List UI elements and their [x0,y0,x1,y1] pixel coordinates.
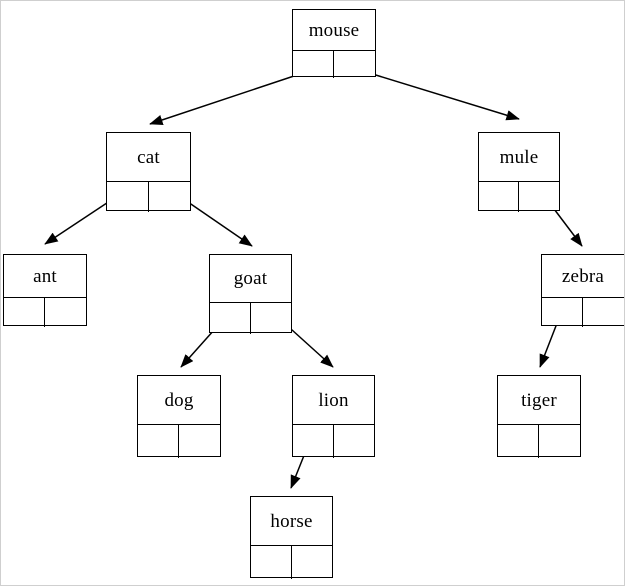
tree-node-pointers-horse [251,545,332,579]
tree-node-left-pointer-dog[interactable] [138,425,179,458]
tree-node-pointers-cat [107,181,190,212]
tree-node-left-pointer-ant[interactable] [4,298,45,327]
edge-mouse-right-mule [352,67,520,121]
tree-node-left-pointer-lion[interactable] [293,425,334,458]
tree-node-right-pointer-cat[interactable] [149,182,191,212]
tree-node-left-pointer-cat[interactable] [107,182,149,212]
tree-node-label-dog: dog [164,389,194,411]
tree-node-left-pointer-horse[interactable] [251,546,292,579]
tree-node-label-zebra: zebra [561,265,605,287]
tree-node-right-pointer-dog[interactable] [179,425,220,458]
tree-node-right-pointer-ant[interactable] [45,298,86,327]
tree-node-pointers-zebra [542,297,624,327]
tree-node-label-cat: cat [137,146,160,168]
tree-node-label-mule: mule [499,146,539,168]
tree-node-label-ant: ant [33,265,57,287]
tree-node-horse[interactable]: horse [250,496,333,579]
tree-node-pointers-ant [4,297,86,327]
tree-node-pointers-dog [138,424,220,458]
tree-node-goat[interactable]: goat [209,254,292,334]
tree-node-cat[interactable]: cat [106,132,191,212]
tree-node-zebra[interactable]: zebra [541,254,624,327]
tree-node-right-pointer-goat[interactable] [251,303,292,334]
tree-node-label-horse: horse [270,510,313,532]
tree-node-right-pointer-mouse[interactable] [334,51,375,78]
tree-node-right-pointer-tiger[interactable] [539,425,580,458]
tree-node-left-pointer-mouse[interactable] [293,51,334,78]
tree-node-right-pointer-horse[interactable] [292,546,333,579]
tree-node-left-pointer-goat[interactable] [210,303,251,334]
tree-node-right-pointer-mule[interactable] [519,182,559,212]
tree-node-tiger[interactable]: tiger [497,375,581,458]
edge-mouse-left-cat [149,68,316,125]
tree-node-dog[interactable]: dog [137,375,221,458]
tree-node-pointers-lion [293,424,374,458]
tree-node-mouse[interactable]: mouse [292,9,376,78]
tree-node-left-pointer-zebra[interactable] [542,298,583,327]
tree-node-label-mouse: mouse [308,19,360,41]
tree-node-pointers-mouse [293,50,375,78]
tree-node-pointers-mule [479,181,559,212]
tree-node-ant[interactable]: ant [3,254,87,327]
tree-node-mule[interactable]: mule [478,132,560,212]
tree-node-lion[interactable]: lion [292,375,375,458]
tree-node-right-pointer-zebra[interactable] [583,298,624,327]
tree-node-left-pointer-mule[interactable] [479,182,519,212]
tree-node-right-pointer-lion[interactable] [334,425,375,458]
tree-node-label-goat: goat [233,268,268,289]
tree-node-pointers-goat [210,302,291,334]
tree-node-pointers-tiger [498,424,580,458]
tree-node-left-pointer-tiger[interactable] [498,425,539,458]
tree-node-label-tiger: tiger [521,389,557,411]
tree-node-label-lion: lion [318,389,349,411]
